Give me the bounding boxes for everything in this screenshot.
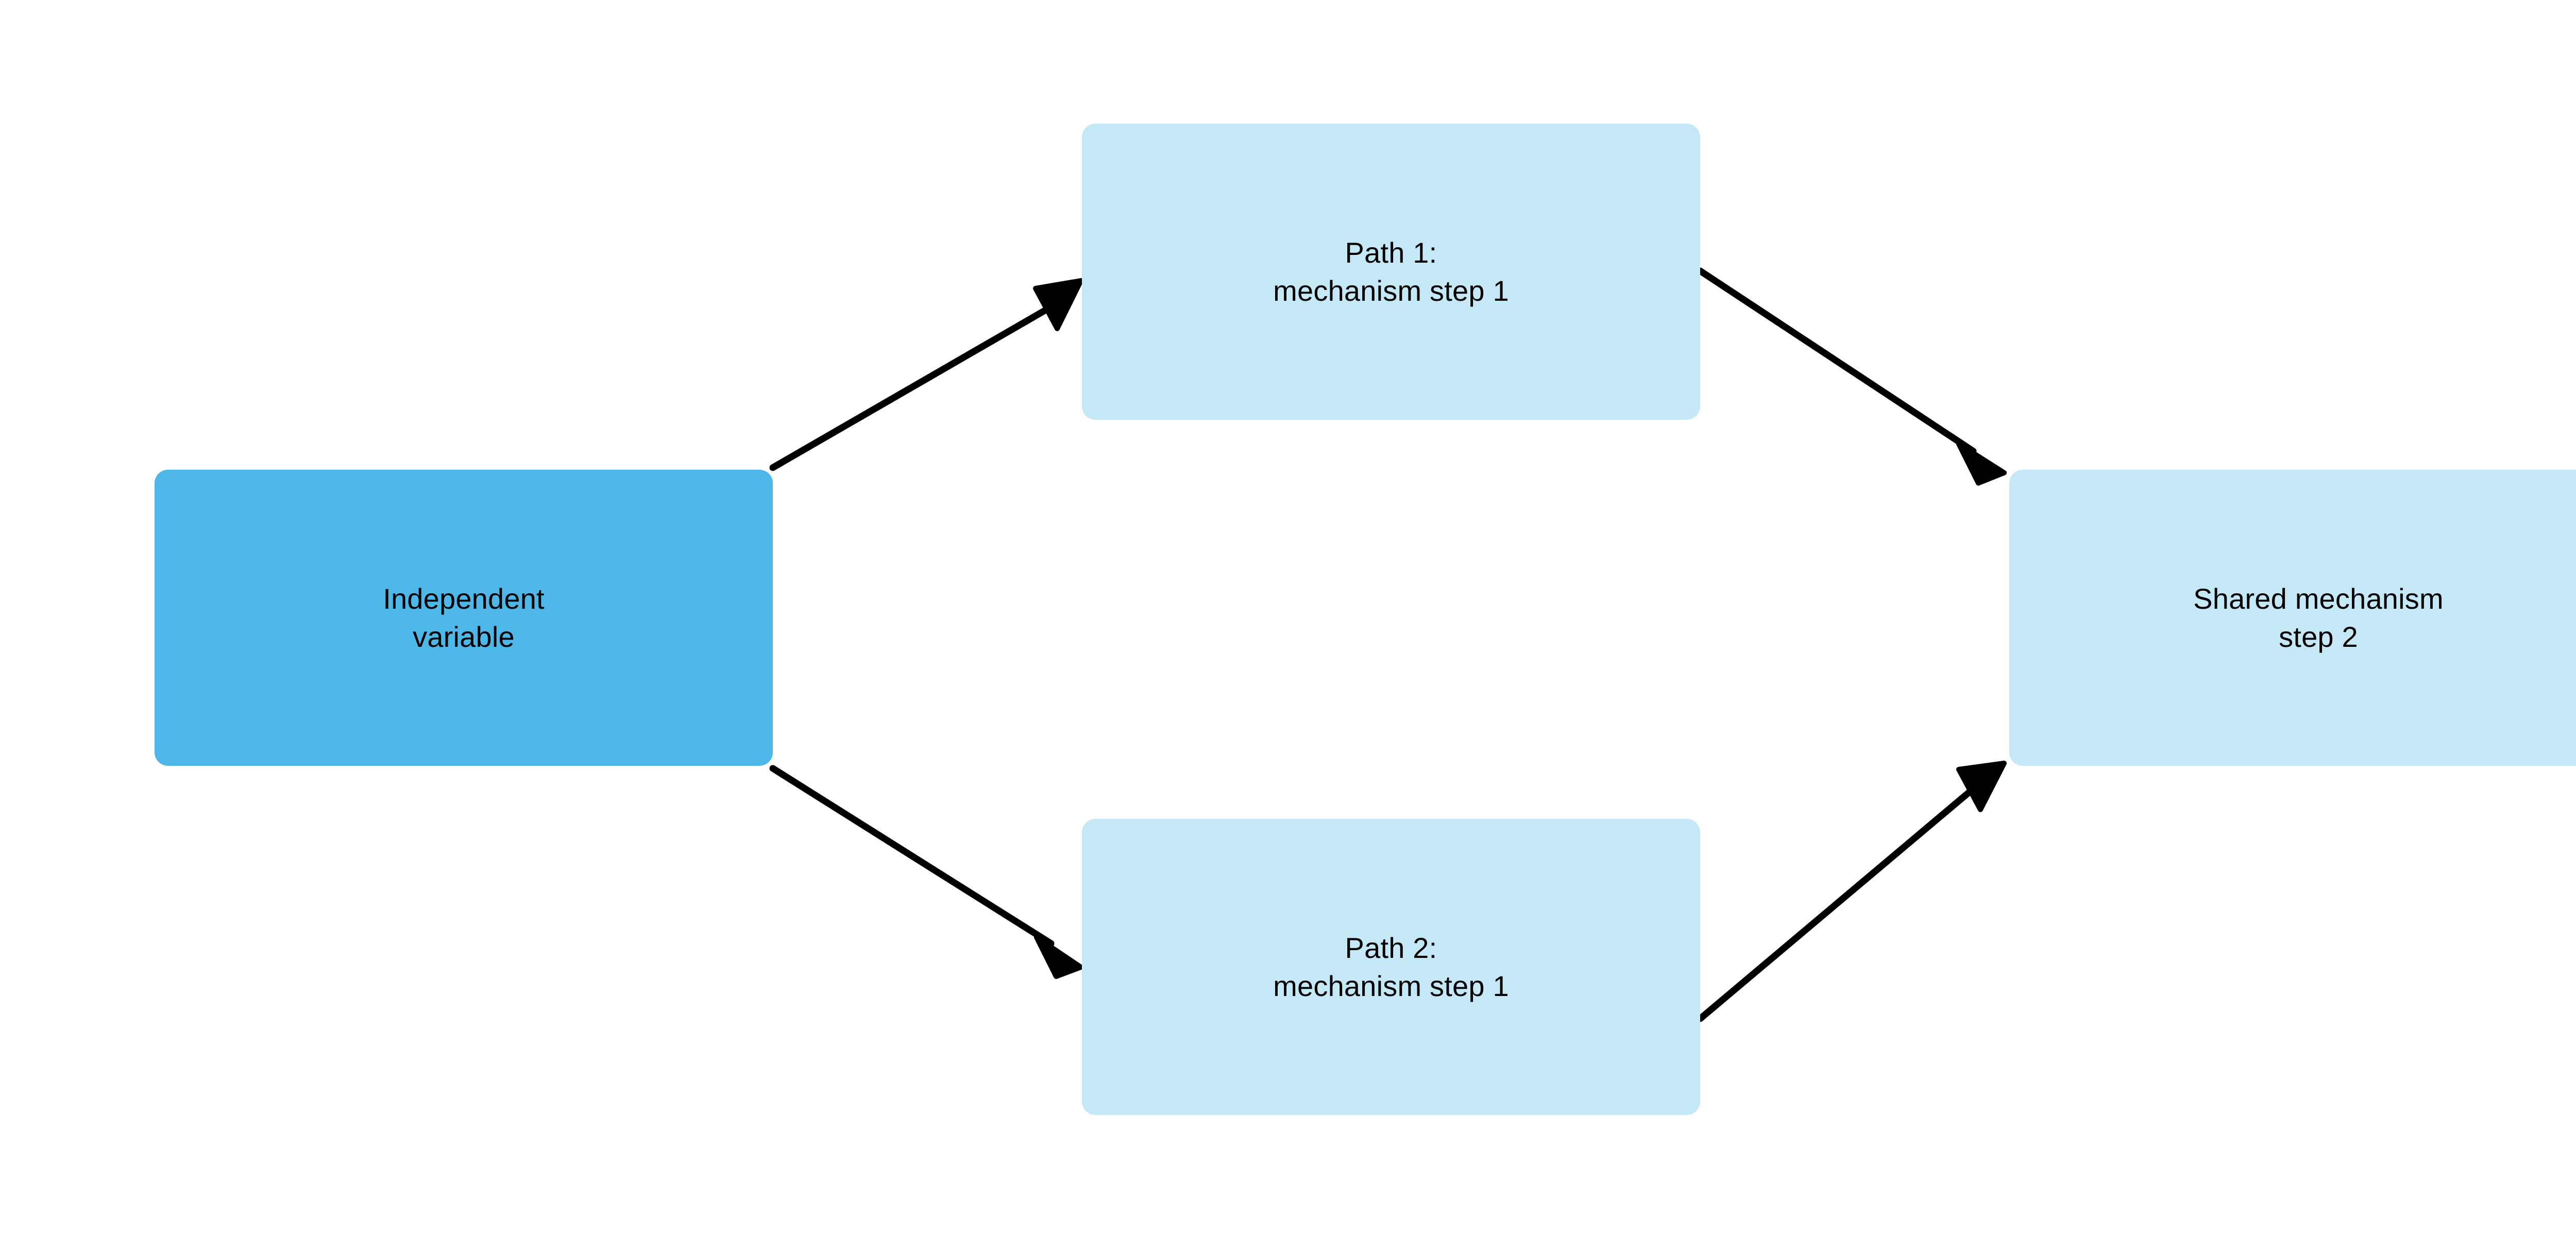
arrowhead-icon (1033, 278, 1083, 331)
arrowhead-icon (1034, 935, 1083, 979)
node-path1-label: Path 1: mechanism step 1 (1273, 236, 1509, 307)
edge-independent-to-path2 (769, 765, 1083, 979)
node-independent-variable-label: Independent variable (383, 582, 545, 653)
arrowhead-icon (1956, 761, 2007, 812)
node-path1-mechanism-step-1[interactable]: Path 1: mechanism step 1 (1082, 124, 1700, 420)
edge-independent-to-path1 (769, 278, 1083, 471)
arrowhead-icon (1956, 441, 2007, 486)
node-path2-label: Path 2: mechanism step 1 (1273, 931, 1509, 1002)
edge-path1-to-shared (1697, 267, 2007, 486)
node-independent-variable[interactable]: Independent variable (155, 470, 773, 766)
node-shared-mechanism-step-2[interactable]: Shared mechanism step 2 (2009, 470, 2576, 766)
node-shared-mechanism-label: Shared mechanism step 2 (2193, 582, 2444, 653)
node-path2-mechanism-step-1[interactable]: Path 2: mechanism step 1 (1082, 819, 1700, 1115)
edge-path2-to-shared (1697, 761, 2007, 1022)
